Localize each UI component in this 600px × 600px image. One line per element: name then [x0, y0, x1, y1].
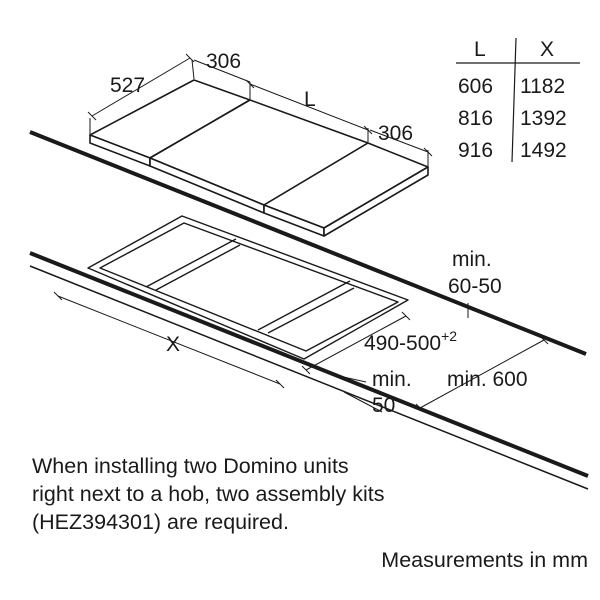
table-header-l: L [474, 38, 486, 61]
table-cell: 916 [458, 139, 493, 162]
top-view-dimensions [87, 53, 433, 166]
table-cell: 816 [458, 107, 493, 130]
min-wall-gap-label: min. 600 [447, 368, 528, 391]
worktop-back-edge [29, 130, 587, 356]
cutout-dimensions [53, 291, 549, 413]
min-front-gap-value: 50 [372, 394, 395, 417]
domino-right-side [323, 166, 429, 237]
table-cell: 1492 [520, 139, 567, 162]
note-line: right next to a hob, two assembly kits [32, 482, 385, 506]
worktop-edges [29, 130, 589, 490]
domino-right-width-label: 306 [378, 122, 413, 145]
hob-length-label: L [304, 88, 316, 111]
appliance-top-view [89, 79, 429, 237]
depth-label: 527 [110, 74, 145, 97]
domino-left-width-label: 306 [206, 50, 241, 73]
cutout-depth-label: 490-500+2 [364, 328, 457, 355]
cutout-length-label: X [166, 333, 180, 356]
table-header-x: X [540, 38, 554, 61]
note-line: When installing two Domino units [32, 454, 349, 478]
worktop-front-edge-lower [29, 265, 589, 490]
cutout-depth-tolerance: +2 [441, 328, 457, 344]
dimension-table: L X 606 1182 816 1392 916 1492 [456, 37, 580, 163]
min-thickness-label: min. [452, 248, 492, 271]
installation-note: When installing two Domino units right n… [32, 452, 552, 536]
table-cell: 1392 [520, 107, 567, 130]
table-vertical-rule [511, 37, 517, 163]
table-cell: 1182 [520, 75, 565, 98]
worktop-front-edge-upper [29, 251, 589, 478]
min-thickness-value: 60-50 [448, 275, 502, 298]
cutout-inner-frame [99, 222, 399, 352]
worktop-cutout [87, 215, 409, 360]
units-label: Measurements in mm [381, 548, 588, 572]
min-front-gap-label: min. [372, 368, 412, 391]
cutout-outer-frame [87, 215, 409, 360]
table-cell: 606 [458, 75, 493, 98]
note-line: (HEZ394301) are required. [32, 510, 289, 534]
